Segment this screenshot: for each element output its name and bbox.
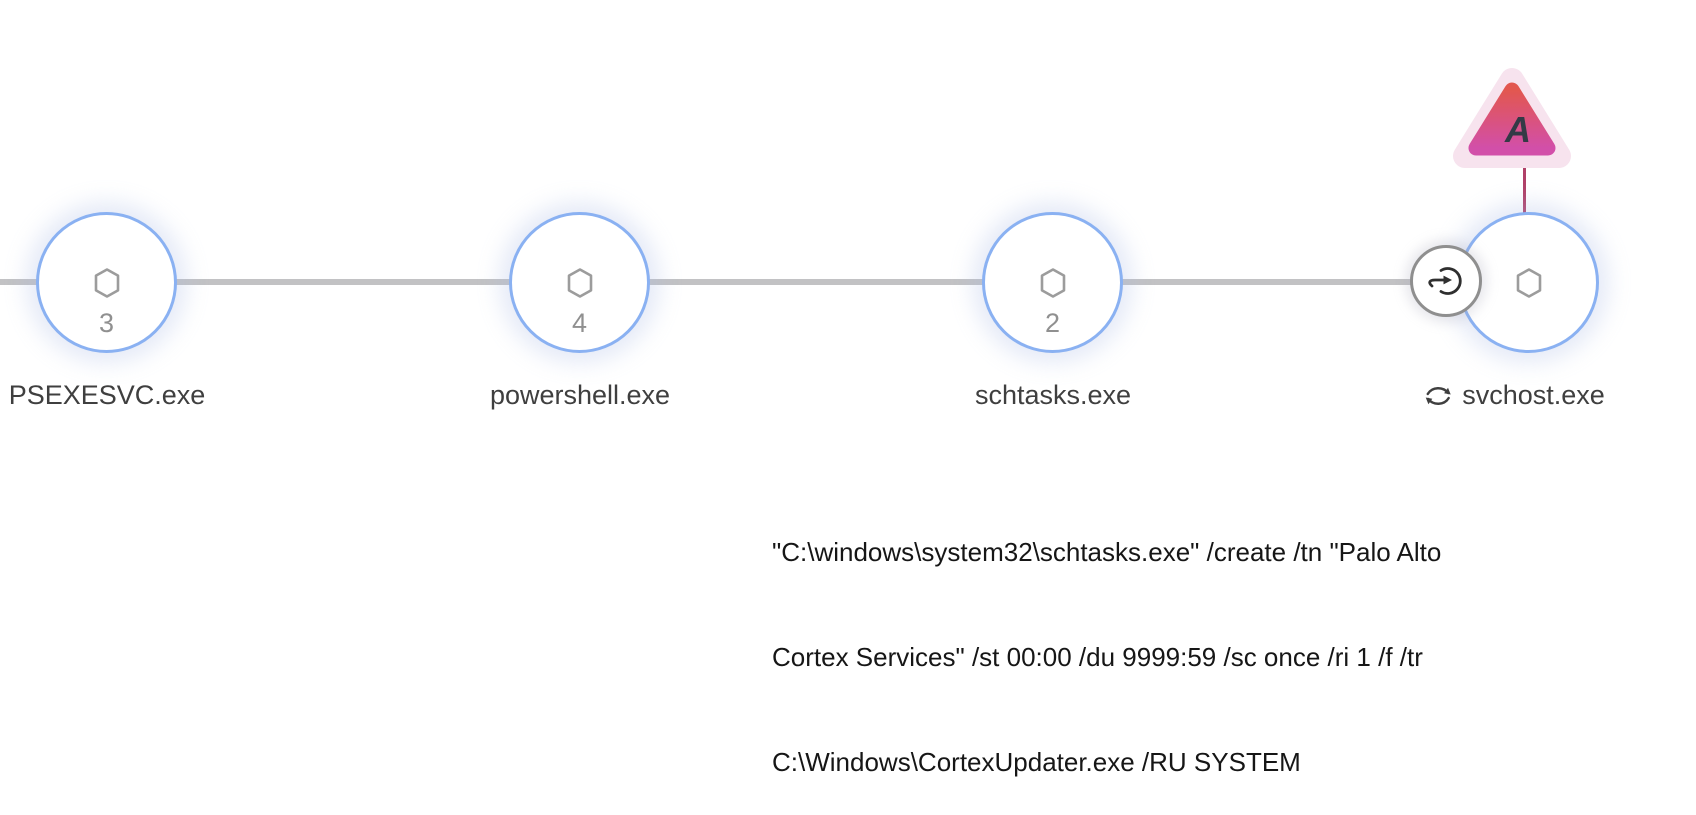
- process-label-svchost-group: svchost.exe: [1423, 380, 1605, 411]
- process-node-psexesvc[interactable]: 3: [36, 212, 177, 353]
- process-count: 3: [98, 308, 115, 338]
- alert-triangle-icon[interactable]: A: [1450, 64, 1574, 172]
- process-count: 4: [571, 308, 588, 338]
- process-label-powershell: powershell.exe: [489, 380, 671, 410]
- alert-connector-line: [1523, 150, 1526, 214]
- hexagon-icon: [566, 267, 594, 299]
- arrow-into-circle-icon: [1428, 267, 1462, 295]
- hexagon-icon: [1515, 267, 1543, 299]
- process-chain-connector: [0, 279, 1446, 285]
- hexagon-icon: [1039, 267, 1067, 299]
- command-line-1: "C:\windows\system32\schtasks.exe" /crea…: [772, 537, 1442, 567]
- process-label-svchost: svchost.exe: [1462, 380, 1605, 410]
- process-node-schtasks[interactable]: 2: [982, 212, 1123, 353]
- process-node-powershell[interactable]: 4: [509, 212, 650, 353]
- alert-letter: A: [1504, 109, 1531, 150]
- command-line-text: "C:\windows\system32\schtasks.exe" /crea…: [772, 465, 1441, 815]
- process-label-schtasks: schtasks.exe: [974, 380, 1132, 410]
- process-label-psexesvc: PSEXESVC.exe: [8, 380, 206, 410]
- hexagon-icon: [93, 267, 121, 299]
- command-line-2: Cortex Services" /st 00:00 /du 9999:59 /…: [772, 642, 1423, 672]
- command-line-3: C:\Windows\CortexUpdater.exe /RU SYSTEM: [772, 747, 1301, 777]
- sync-arrows-icon: [1425, 386, 1451, 405]
- injection-badge[interactable]: [1410, 245, 1482, 317]
- process-count: 2: [1044, 308, 1061, 338]
